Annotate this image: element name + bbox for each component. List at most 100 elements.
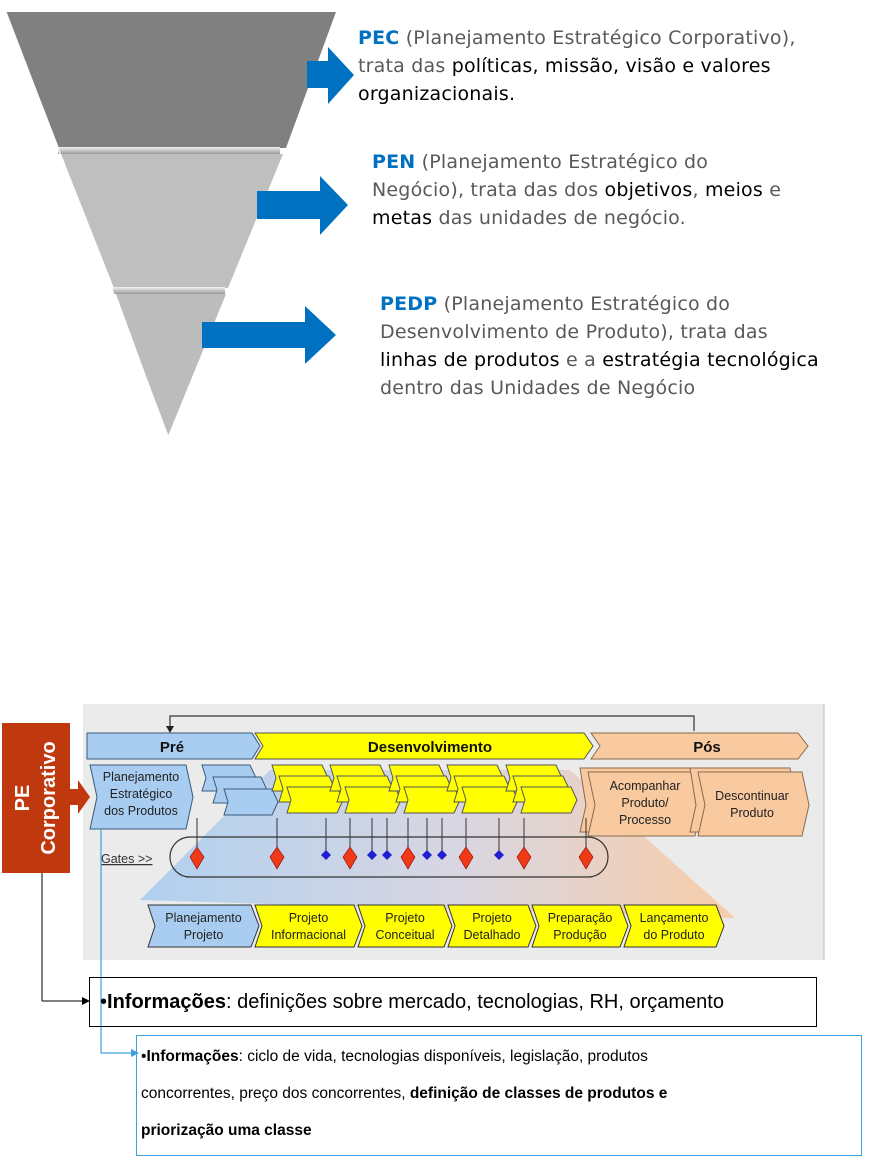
macro-step-label: Produção (553, 928, 607, 942)
description-line: dentro das Unidades de Negócio (380, 374, 819, 402)
macro-step-label: Informacional (271, 928, 346, 942)
macro-step-label: Projeto (289, 911, 329, 925)
gate-diamond-icon (342, 846, 358, 870)
text-segment: trata das (358, 55, 452, 77)
macro-step[interactable] (531, 904, 629, 948)
macro-step-label: Projeto (184, 928, 224, 942)
description-line: trata das políticas, missão, visão e val… (358, 52, 796, 80)
review-diamond-icon (422, 850, 432, 860)
info1-bold: Informações (107, 991, 226, 1013)
text-segment: linhas de produtos (380, 349, 560, 371)
text-segment: das unidades de negócio. (432, 207, 686, 229)
arrow-to-info1-icon (82, 997, 90, 1005)
gate-diamond-icon (578, 846, 594, 870)
text-segment: estratégia tecnológica (602, 349, 819, 371)
text-segment: políticas, missão, visão e valores (451, 55, 771, 77)
macro-step-label: Conceitual (375, 928, 434, 942)
feedback-loop-line (169, 715, 695, 731)
text-segment: , (692, 179, 705, 201)
text-segment: meios (704, 179, 763, 201)
macro-step[interactable] (254, 904, 363, 948)
acronym: PEDP (380, 293, 438, 315)
gate-diamond-icon (400, 846, 416, 870)
info-box-2: •Informações: ciclo de vida, tecnologias… (136, 1035, 862, 1156)
text-segment: e (762, 179, 782, 201)
macro-step-label: Projeto (385, 911, 425, 925)
macro-step-label: Projeto (472, 911, 512, 925)
gate-diamond-icon (189, 846, 205, 870)
info-box-1: •Informações: definições sobre mercado, … (89, 977, 817, 1027)
pre-step-line2: Estratégico (110, 787, 173, 801)
arrow-pec-icon (307, 47, 354, 104)
info2-bold3: priorização uma classe (141, 1122, 312, 1139)
info1-text: : definições sobre mercado, tecnologias,… (225, 991, 724, 1013)
review-diamond-icon (494, 850, 504, 860)
gate-diamond-icon (516, 846, 532, 870)
phase-desenvolvimento[interactable] (254, 732, 594, 760)
macro-step-label: Detalhado (464, 928, 521, 942)
gate-diamond-icon (458, 846, 474, 870)
phase-pos[interactable] (590, 732, 809, 760)
description-line: PEC (Planejamento Estratégico Corporativ… (358, 24, 796, 52)
acronym: PEC (358, 27, 400, 49)
pedp-description: PEDP (Planejamento Estratégico do Desenvo… (380, 290, 819, 402)
text-segment: (Planejamento Estratégico Corporativo), (399, 27, 796, 49)
macro-step-label: do Produto (643, 928, 704, 942)
pos-step2-line2: Produto (730, 806, 774, 820)
description-line: metas das unidades de negócio. (372, 204, 781, 232)
pos-step1-line3: Processo (619, 813, 671, 827)
text-segment: Negócio), trata das dos (372, 179, 605, 201)
text-segment: organizacionais. (358, 83, 516, 105)
step-planejamento-estrategico[interactable] (89, 764, 194, 830)
phase-pre-label: Pré (160, 739, 184, 756)
description-line: Desenvolvimento de Produto), trata das (380, 318, 819, 346)
funnel-level-top (6, 12, 336, 148)
text-segment: dentro das Unidades de Negócio (380, 377, 696, 399)
text-segment: (Planejamento Estratégico do (415, 151, 709, 173)
macro-step-label: Planejamento (165, 911, 241, 925)
macro-step-label: Preparação (548, 911, 613, 925)
step-descontinuar-produto[interactable] (697, 771, 810, 837)
info2-bold: Informações (146, 1048, 239, 1065)
text-segment: (Planejamento Estratégico do (437, 293, 731, 315)
macro-step[interactable] (147, 904, 260, 948)
arrow-pen-icon (257, 176, 348, 235)
info2-text2: concorrentes, preço dos concorrentes, (141, 1085, 410, 1102)
phase-desenvolvimento-label: Desenvolvimento (368, 739, 492, 756)
review-diamond-icon (437, 850, 447, 860)
description-line: PEDP (Planejamento Estratégico do (380, 290, 819, 318)
phase-pos-label: Pós (693, 739, 721, 756)
description-line: Negócio), trata das dos objetivos, meios… (372, 176, 781, 204)
macro-step[interactable] (447, 904, 537, 948)
description-line: linhas de produtos e a estratégia tecnol… (380, 346, 819, 374)
info2-text1: : ciclo de vida, tecnologias disponíveis… (238, 1048, 648, 1065)
text-segment: Desenvolvimento de Produto), trata das (380, 321, 768, 343)
text-segment: metas (372, 207, 433, 229)
pre-step-line3: dos Produtos (104, 804, 178, 818)
macro-step[interactable] (623, 904, 725, 948)
text-segment: objetivos (604, 179, 693, 201)
arrow-pedp-icon (202, 306, 336, 364)
macro-step[interactable] (357, 904, 453, 948)
pos-step2-line1: Descontinuar (715, 789, 789, 803)
arrow-pe-to-pre-icon (70, 780, 90, 814)
text-segment: e a (559, 349, 603, 371)
review-diamond-icon (321, 850, 331, 860)
gate-diamond-icon (269, 846, 285, 870)
development-activity (520, 786, 578, 814)
info2-bold2: definição de classes de produtos e (409, 1085, 668, 1102)
pre-step-line1: Planejamento (103, 770, 179, 784)
description-line: PEN (Planejamento Estratégico do (372, 148, 781, 176)
funnel-level-middle (61, 154, 283, 288)
gates-label: Gates >> (101, 852, 152, 866)
pos-step1-line1: Acompanhar (610, 779, 681, 793)
funnel-level-bottom (116, 294, 226, 436)
acronym: PEN (372, 151, 416, 173)
gates-lane (169, 836, 609, 878)
pe-corporativo-box: PE Corporativo (2, 723, 70, 873)
phase-pre[interactable] (86, 732, 261, 760)
funnel-diagram (5, 11, 354, 437)
pos-step1-line2: Produto/ (621, 796, 669, 810)
